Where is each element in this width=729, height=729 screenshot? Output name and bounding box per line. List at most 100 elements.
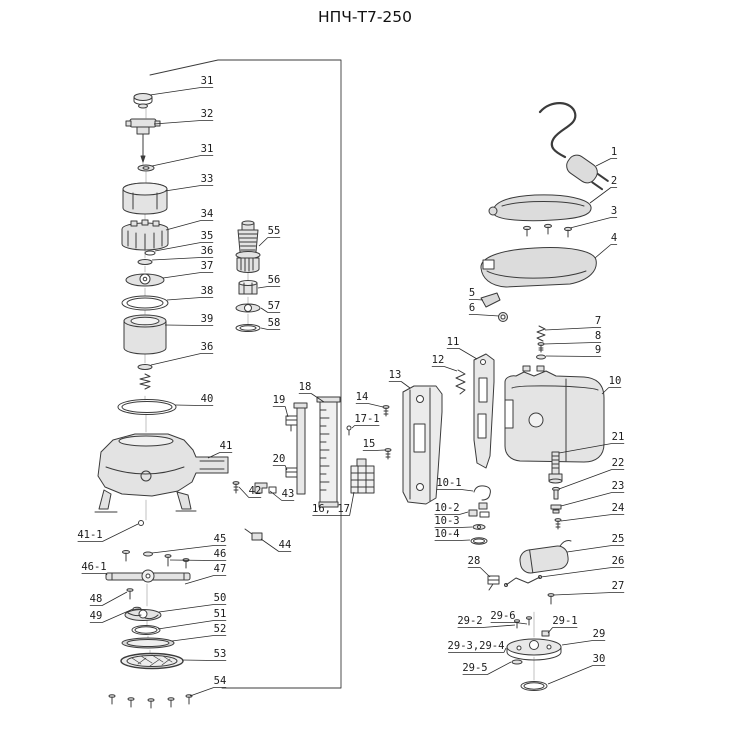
part-number-label: 29 (593, 628, 606, 640)
part-number-label: 27 (612, 580, 625, 592)
part-number-label: 3 (611, 205, 617, 217)
callout-leader (260, 538, 292, 552)
part-washer-9 (536, 354, 546, 360)
part-guide-bar-19-20 (285, 402, 308, 495)
part-number-label: 49 (90, 610, 103, 622)
callout-leader (151, 155, 214, 167)
callout-leader (560, 492, 625, 507)
part-oring-10-4 (470, 537, 488, 545)
part-number-label: 32 (201, 108, 214, 120)
part-oring-40 (117, 399, 177, 415)
callout-leader (601, 387, 622, 395)
part-bracket-13 (402, 385, 443, 505)
part-ring-51 (131, 625, 161, 635)
callout-leader (431, 366, 458, 372)
part-strainer-53 (120, 652, 184, 670)
part-spring-7 (536, 325, 546, 342)
part-nuts-pair (522, 365, 545, 372)
callout-leader (260, 307, 281, 313)
callout-leader (164, 185, 214, 192)
callout-leader (545, 355, 602, 357)
part-number-label: 7 (595, 315, 601, 327)
callout-leader (153, 120, 214, 125)
part-nut-23 (550, 504, 562, 514)
part-number-label: 33 (201, 173, 214, 185)
part-number-label: 1 (611, 146, 617, 158)
callout-leader (553, 592, 625, 596)
callout-leader (446, 348, 478, 360)
callout-leader (561, 640, 606, 646)
callout-leader (457, 624, 516, 628)
part-number-label: 58 (268, 317, 281, 329)
part-number-label: 46 (214, 548, 227, 560)
part-washer-57 (235, 303, 261, 313)
part-number-label: 46-1 (81, 561, 106, 573)
part-connector-10-2 (468, 509, 490, 518)
callout-leader (434, 539, 471, 541)
part-pump-housing-41 (94, 433, 229, 513)
part-number-label: 43 (282, 488, 295, 500)
part-number-label: 39 (201, 313, 214, 325)
part-number-label: 26 (612, 555, 625, 567)
part-washer-31 (137, 164, 155, 172)
part-number-label: 17-1 (354, 413, 379, 425)
callout-leader (569, 217, 618, 229)
part-number-label: 34 (201, 208, 214, 220)
part-filter-16-17 (350, 458, 375, 494)
part-pin-41-1 (138, 520, 144, 526)
callout-leader (181, 659, 227, 661)
part-screw-48 (126, 588, 134, 600)
part-number-label: 55 (268, 225, 281, 237)
part-clip-44 (244, 528, 263, 541)
part-number-label: 18 (299, 381, 312, 393)
part-seal-ring-38 (121, 295, 169, 311)
part-number-label: 6 (469, 302, 475, 314)
part-base-cap-29 (506, 616, 562, 665)
part-bolt-21 (548, 451, 563, 484)
callout-leader (272, 406, 289, 418)
part-handle-2 (488, 194, 592, 222)
callout-leader (594, 244, 618, 259)
part-number-label: 10-1 (436, 477, 461, 489)
part-impeller-50 (124, 608, 162, 621)
part-number-label: 23 (612, 480, 625, 492)
part-number-label: 47 (214, 563, 227, 575)
part-number-label: 11 (447, 336, 460, 348)
part-number-label: 50 (214, 592, 227, 604)
part-screw-27 (547, 593, 555, 605)
part-number-label: 29-1 (552, 615, 577, 627)
callout-leader (467, 567, 491, 578)
part-number-label: 53 (214, 648, 227, 660)
part-number-label: 40 (201, 393, 214, 405)
callout-leader (207, 452, 233, 459)
part-number-label: 36 (201, 245, 214, 257)
callout-leader (150, 353, 214, 366)
callout-leader (151, 257, 214, 261)
callout-leader (362, 449, 386, 451)
callout-leader (166, 297, 214, 301)
part-fasteners-45-46-47 (122, 550, 190, 569)
part-cap-31 (133, 93, 153, 109)
part-number-label: 28 (468, 555, 481, 567)
part-number-label: 31 (201, 75, 214, 87)
part-float-hook-10-1 (473, 485, 491, 510)
part-number-label: 45 (214, 533, 227, 545)
part-grommet-6 (498, 312, 508, 322)
callout-leader (434, 511, 469, 515)
part-number-label: 8 (595, 330, 601, 342)
part-screw-22 (552, 486, 560, 500)
part-number-label: 4 (611, 232, 617, 244)
callout-leader (558, 469, 625, 490)
callout-leader (558, 443, 625, 454)
callout-leader (272, 465, 288, 471)
part-number-label: 20 (273, 453, 286, 465)
callout-leader (89, 608, 134, 623)
callout-leader (162, 272, 214, 279)
part-number-label: 24 (612, 502, 625, 514)
callout-leader (238, 486, 262, 498)
callout-leader (388, 381, 411, 389)
part-number-label: 51 (214, 608, 227, 620)
